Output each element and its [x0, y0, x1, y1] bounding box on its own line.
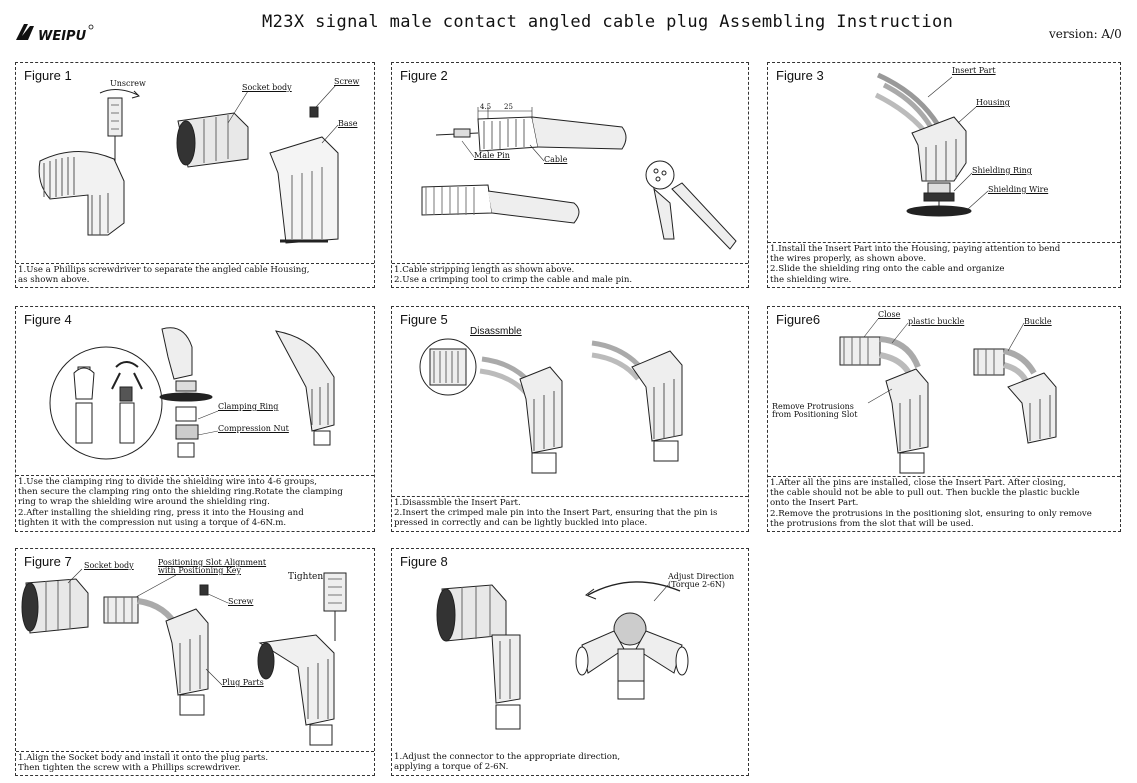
figure-title: Figure 8 — [400, 554, 448, 569]
figure-2-caption: 1.Cable stripping length as shown above.… — [392, 263, 748, 287]
label-housing: Housing — [976, 98, 1010, 107]
label-cable: Cable — [544, 155, 568, 164]
figure-5-panel: Figure 5 Disassmble 1.Disassmble the Ins… — [391, 306, 749, 532]
label-tighten: Tighten — [288, 572, 324, 582]
label-insert-part: Insert Part — [952, 66, 996, 75]
figure-7-caption: 1.Align the Socket body and install it o… — [16, 751, 374, 775]
label-socket-body: Socket body — [84, 561, 134, 570]
figure-title: Figure 2 — [400, 68, 448, 83]
figure-4-illustration — [49, 327, 335, 460]
label-socket-body: Socket body — [242, 83, 292, 92]
label-screw: Screw — [334, 77, 360, 86]
dim-strip-4-5: 4.5 — [480, 103, 492, 111]
figure-title: Figure 7 — [24, 554, 72, 569]
figure-title: Figure 5 — [400, 312, 448, 327]
figure-title: Figure 4 — [24, 312, 72, 327]
figure-7-panel: Figure 7 Socket body Po — [15, 548, 375, 776]
svg-text:WEIPU: WEIPU — [38, 29, 87, 44]
label-screw: Screw — [228, 597, 254, 606]
label-remove-protrusions: Remove Protrusions — [772, 402, 854, 411]
label-shielding-wire: Shielding Wire — [988, 185, 1049, 194]
figure-5-illustration — [419, 338, 683, 474]
label-compression-nut: Compression Nut — [218, 424, 289, 433]
figure-1-illustration — [38, 84, 339, 244]
figure-title: Figure6 — [776, 312, 821, 327]
figure-6-illustration — [839, 318, 1057, 474]
label-torque: (Torque 2-6N) — [668, 580, 726, 589]
figure-4-panel: Figure 4 Clamping Ring Compression Nut — [15, 306, 375, 532]
label-shielding-ring: Shielding Ring — [972, 166, 1032, 175]
figure-6-caption: 1.After all the pins are installed, clos… — [768, 476, 1120, 531]
label-male-pin: Male Pin — [474, 151, 510, 160]
version-label: version: A/0 — [1049, 27, 1122, 41]
figure-3-caption: 1.Install the Insert Part into the Housi… — [768, 242, 1120, 287]
figure-8-panel: Figure 8 Adjust Direction (Torque 2-6N) … — [391, 548, 749, 776]
figure-8-caption: 1.Adjust the connector to the appropriat… — [392, 751, 748, 775]
figure-2-panel: Figure 2 4.5 25 — [391, 62, 749, 288]
figure-title: Figure 1 — [24, 68, 72, 83]
label-disassmble: Disassmble — [470, 326, 522, 337]
figure-7-illustration — [21, 568, 347, 746]
figure-6-panel: Figure6 Close plastic buckle Buckle Remo… — [767, 306, 1121, 532]
figure-1-panel: Figure 1 Un — [15, 62, 375, 288]
figure-5-caption: 1.Disassmble the Insert Part. 2.Insert t… — [392, 496, 748, 531]
label-clamping-ring: Clamping Ring — [218, 402, 279, 411]
label-positioning-slot-alignment: Positioning Slot Alignment — [158, 558, 267, 567]
figure-title: Figure 3 — [776, 68, 824, 83]
dim-strip-25: 25 — [504, 103, 513, 111]
figure-8-illustration — [436, 581, 689, 730]
label-with-positioning-key: with Positioning Key — [158, 566, 241, 575]
label-plug-parts: Plug Parts — [222, 678, 264, 687]
label-from-positioning-slot: from Positioning Slot — [772, 410, 858, 419]
figure-4-caption: 1.Use the clamping ring to divide the sh… — [16, 475, 374, 531]
document-title: M23X signal male contact angled cable pl… — [262, 12, 954, 32]
label-close: Close — [878, 310, 901, 319]
figure-3-illustration — [874, 72, 989, 217]
figure-3-panel: Figure 3 Insert Part Housing Shielding R… — [767, 62, 1121, 288]
weipu-logo: WEIPU — [16, 24, 94, 44]
label-adjust-direction: Adjust Direction — [668, 572, 735, 581]
label-unscrew: Unscrew — [110, 79, 146, 88]
label-plastic-buckle: plastic buckle — [908, 317, 965, 326]
figure-1-caption: 1.Use a Phillips screwdriver to separate… — [16, 263, 374, 287]
label-base: Base — [338, 119, 358, 128]
figure-2-illustration — [421, 107, 737, 250]
label-buckle: Buckle — [1024, 317, 1052, 326]
